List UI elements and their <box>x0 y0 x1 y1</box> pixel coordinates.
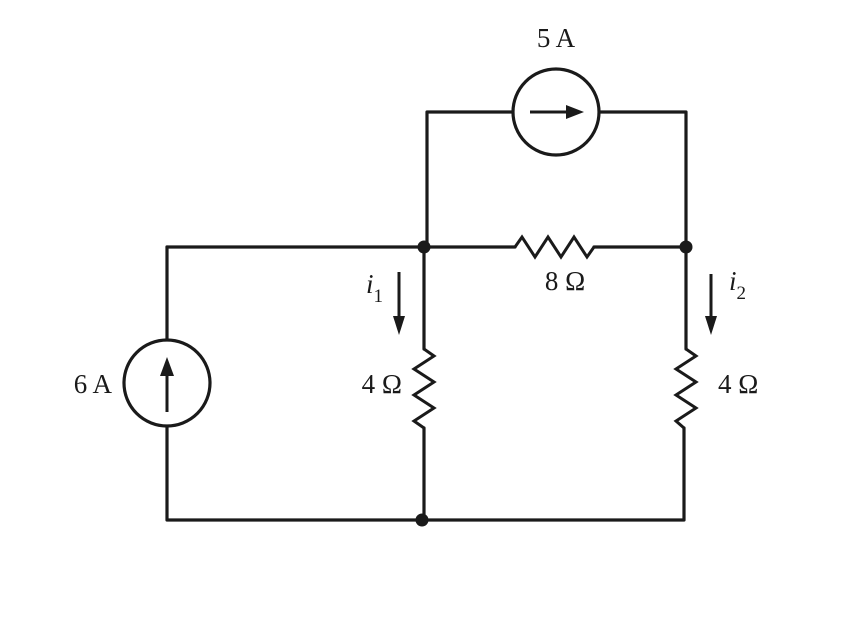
resistor-middle: 8 Ω <box>513 234 596 296</box>
current-i2-subscript: 2 <box>737 283 747 304</box>
node-center-bottom <box>415 513 429 527</box>
junction-nodes <box>415 240 693 527</box>
resistor-left: 4 Ω <box>362 347 437 430</box>
resistor-right: 4 Ω <box>673 347 758 430</box>
node-center-top <box>417 240 431 254</box>
current-source-left: 6 A <box>74 338 212 428</box>
current-source-top: 5 A <box>511 23 601 157</box>
resistor-middle-label: 8 Ω <box>545 266 585 296</box>
node-right-top <box>679 240 693 254</box>
current-i1-symbol: i <box>366 269 374 299</box>
current-i1-label: i1 <box>366 269 383 307</box>
current-i1-subscript: 1 <box>374 286 384 307</box>
resistor-zigzag-icon <box>513 234 596 260</box>
current-i2-symbol: i <box>729 266 737 296</box>
arrow-down-head-icon <box>393 316 405 335</box>
arrow-down-head-icon <box>705 316 717 335</box>
resistor-zigzag-icon <box>411 347 437 430</box>
current-source-left-label: 6 A <box>74 369 113 399</box>
resistor-left-label: 4 Ω <box>362 369 402 399</box>
wire-bottom-right <box>420 426 686 522</box>
current-i2: i2 <box>705 266 746 335</box>
wire-top-right <box>597 110 688 249</box>
arrow-up-head-icon <box>160 357 174 376</box>
current-source-top-label: 5 A <box>537 23 576 53</box>
wire-top-left <box>425 110 516 249</box>
resistor-zigzag-icon <box>673 347 699 430</box>
resistor-right-label: 4 Ω <box>718 369 758 399</box>
wire-left-lower <box>165 425 424 522</box>
wires <box>165 110 688 522</box>
current-i1: i1 <box>366 269 405 335</box>
current-i2-label: i2 <box>729 266 746 304</box>
arrow-right-head-icon <box>566 105 584 119</box>
